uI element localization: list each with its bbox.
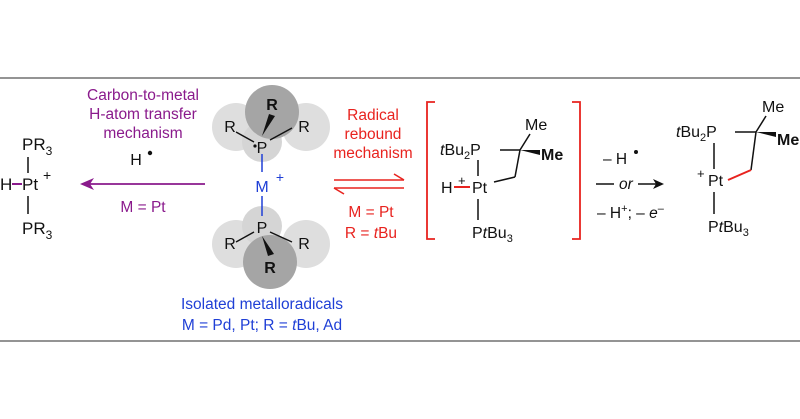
bottom-bond-p-rleft (235, 231, 255, 243)
rebound-title-line1: Radical (347, 107, 399, 124)
center-metal: M (255, 179, 268, 196)
left-bottom-pr3: PR3 (22, 219, 53, 242)
eq-arrow-back-head (333, 187, 345, 195)
top-r-right: R (298, 119, 310, 136)
int-pt: Pt (472, 180, 488, 197)
center-metalloradical: R R R P M + P R R R (212, 85, 330, 289)
prod-charge: + (697, 166, 705, 181)
prod-c-me-wedge (756, 132, 776, 137)
left-charge: + (43, 167, 51, 183)
top-bond-p-rleft (235, 131, 255, 143)
top-bond-p-rbold-wedge (262, 114, 275, 136)
int-ligand-tbu2p: tBu2P (440, 142, 481, 162)
rebound-title-line3: mechanism (333, 145, 412, 162)
bottom-bond-p-rright (269, 231, 293, 243)
hat-reagent-h: H (130, 152, 142, 169)
top-r-left: R (224, 119, 236, 136)
int-charge: + (458, 173, 466, 188)
left-pt-hydride-complex: PR3 H Pt + PR3 (0, 135, 53, 242)
prod-ligand-tbu2p: tBu2P (676, 124, 717, 144)
rebound-cond2: R = tBu (345, 225, 397, 242)
int-c-me-wedge (520, 150, 540, 155)
rebound-path: Radical rebound mechanism M = Pt R = tBu (333, 107, 412, 242)
int-ch2-pt-bond (493, 176, 516, 183)
hat-condition: M = Pt (120, 199, 166, 216)
final-arrowhead (653, 179, 664, 189)
bracketed-intermediate: tBu2P Me Me H + Pt PtBu3 (426, 101, 581, 245)
bottom-r-right: R (298, 236, 310, 253)
bracket-left (426, 101, 435, 240)
prod-me-bold: Me (777, 132, 799, 149)
isolated-line2: M = Pd, Pt; R = tBu, Ad (182, 317, 342, 334)
bottom-bond-p-rbold-wedge (262, 236, 274, 256)
isolated-caption: Isolated metalloradicals M = Pd, Pt; R =… (181, 296, 343, 334)
eq-arrow-forward-head (393, 173, 405, 181)
top-r-bold: R (266, 97, 278, 114)
hat-title-line1: Carbon-to-metal (87, 87, 199, 104)
final-or: or (619, 176, 634, 193)
final-top-minus-h: – H (603, 151, 627, 168)
prod-c-ch2-bond (750, 131, 757, 171)
hat-radical-dot (147, 150, 153, 156)
top-sphere-bold (245, 85, 299, 139)
final-top-radical-dot (634, 150, 638, 154)
hat-title-line2: H-atom transfer (89, 106, 197, 123)
isolated-line1: Isolated metalloradicals (181, 296, 343, 313)
rebound-cond1: M = Pt (348, 204, 394, 221)
hat-arrowhead (80, 178, 94, 190)
prod-pt: Pt (708, 173, 724, 190)
int-me-bold: Me (541, 147, 563, 164)
top-bond-p-rright (269, 127, 293, 141)
hat-title-line3: mechanism (103, 125, 182, 142)
prod-me-plain: Me (762, 99, 784, 116)
int-bottom-ptbu3: PtBu3 (472, 225, 513, 245)
top-p-radical-dot (253, 144, 257, 148)
bottom-p: P (257, 220, 268, 237)
int-hydride: H (441, 180, 453, 197)
prod-ch2-pt-bond (727, 169, 752, 181)
final-bottom-text: – H+; – e– (597, 203, 665, 222)
int-c-ch2-bond (514, 149, 521, 178)
bottom-r-bold: R (264, 260, 276, 277)
left-top-pr3: PR3 (22, 135, 53, 158)
prod-c-me-bond (755, 115, 767, 133)
rebound-title-line2: rebound (345, 126, 402, 143)
bottom-r-left: R (224, 236, 236, 253)
center-charge: + (276, 169, 284, 185)
left-pt: Pt (22, 175, 38, 194)
int-c-me-bond (519, 133, 531, 151)
product-complex: tBu2P Me Me + Pt PtBu3 (676, 99, 799, 239)
bottom-sphere-bold (243, 235, 297, 289)
int-me-plain: Me (525, 117, 547, 134)
prod-bottom-ptbu3: PtBu3 (708, 219, 749, 239)
final-step: – H or – H+; – e– (596, 150, 665, 222)
left-hydride: H (0, 175, 12, 194)
hat-path: Carbon-to-metal H-atom transfer mechanis… (80, 87, 205, 216)
bracket-right (572, 101, 581, 240)
top-p: P (257, 140, 268, 157)
